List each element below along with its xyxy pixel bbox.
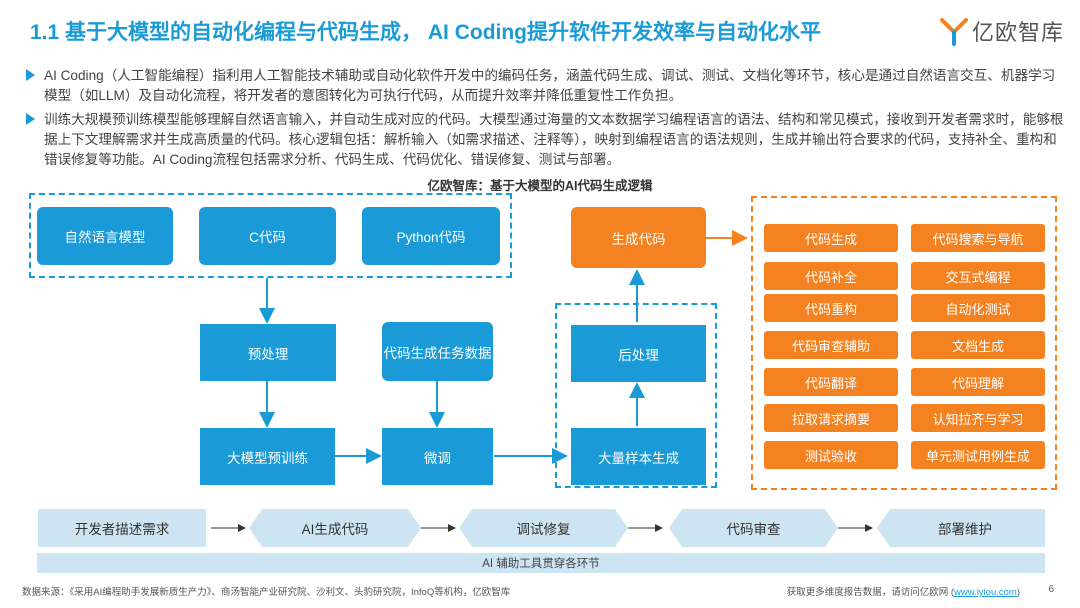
bullet-1: AI Coding（人工智能编程）指利用人工智能技术辅助或自动化软件开发中的编码… (26, 66, 1066, 106)
logo-text: 亿欧智库 (972, 21, 1065, 46)
bullet-marker-icon (26, 113, 35, 125)
app-item: 代码理解 (911, 368, 1045, 396)
pipe-shape-1 (38, 509, 206, 547)
sample-generation-box: 大量样本生成 (571, 428, 706, 485)
app-item: 代码搜索与导航 (911, 224, 1045, 252)
pipe-shape-3 (459, 509, 628, 547)
app-item: 自动化测试 (911, 294, 1045, 322)
footer-note-close: ) (1016, 587, 1020, 598)
page-number: 6 (1048, 584, 1054, 595)
pipeline-step-1: 开发者描述需求 (74, 522, 170, 537)
logo-mark-icon (940, 18, 968, 46)
bullet-2: 训练大规模预训练模型能够理解自然语言输入，并自动生成对应的代码。大模型通过海量的… (26, 110, 1066, 170)
website-link[interactable]: www.iyiou.com (954, 587, 1017, 598)
app-item: 单元测试用例生成 (911, 441, 1045, 469)
data-source: 数据来源：《采用AI编程助手发展新质生产力》、商汤智能产业研究院、沙利文、头豹研… (22, 587, 511, 598)
app-item: 交互式编程 (911, 262, 1045, 290)
pipe-shape-5 (877, 509, 1045, 547)
pipeline-step-4: 代码审查 (726, 522, 781, 537)
pipe-shape-4 (669, 509, 838, 547)
app-item: 代码重构 (764, 294, 898, 322)
app-item: 代码翻译 (764, 368, 898, 396)
postprocess-box: 后处理 (571, 325, 706, 382)
pipeline-step-2: AI生成代码 (301, 522, 369, 537)
app-item: 拉取请求摘要 (764, 404, 898, 432)
task-data-box: 代码生成任务数据 (382, 322, 493, 381)
pipeline-step-5: 部署维护 (938, 522, 992, 537)
app-item: 代码补全 (764, 262, 898, 290)
applications-frame (751, 196, 1057, 490)
finetune-box: 微调 (382, 428, 493, 485)
input-group-frame (29, 193, 512, 278)
page-title: 1.1 基于大模型的自动化编程与代码生成， AI Coding提升软件开发效率与… (30, 21, 822, 44)
pipeline-bar: AI 辅助工具贯穿各环节 (37, 553, 1045, 573)
generate-code-box: 生成代码 (571, 207, 706, 268)
diagram-title: 亿欧智库：基于大模型的AI代码生成逻辑 (427, 179, 653, 193)
pipeline-step-3: 调试修复 (516, 522, 571, 537)
bullet-marker-icon (26, 69, 35, 81)
input-python-code: Python代码 (362, 207, 500, 265)
app-item: 文档生成 (911, 331, 1045, 359)
app-item: 代码审查辅助 (764, 331, 898, 359)
pipe-shape-2 (249, 509, 421, 547)
preprocess-box: 预处理 (200, 324, 336, 381)
input-natural-language-model: 自然语言模型 (37, 207, 173, 265)
app-item: 认知拉齐与学习 (911, 404, 1045, 432)
bullet-1-text: AI Coding（人工智能编程）指利用人工智能技术辅助或自动化软件开发中的编码… (44, 68, 1056, 103)
input-c-code: C代码 (199, 207, 336, 265)
app-item: 代码生成 (764, 224, 898, 252)
logo: 亿欧智库 (940, 14, 1064, 48)
app-item: 测试验收 (764, 441, 898, 469)
footer-note: 获取更多维度报告数据，请访问亿欧网 (www.iyiou.com) (787, 584, 1020, 598)
bullet-2-text: 训练大规模预训练模型能够理解自然语言输入，并自动生成对应的代码。大模型通过海量的… (44, 112, 1064, 167)
pretrain-box: 大模型预训练 (200, 428, 335, 485)
footer-note-text: 获取更多维度报告数据，请访问亿欧网 ( (786, 587, 954, 598)
